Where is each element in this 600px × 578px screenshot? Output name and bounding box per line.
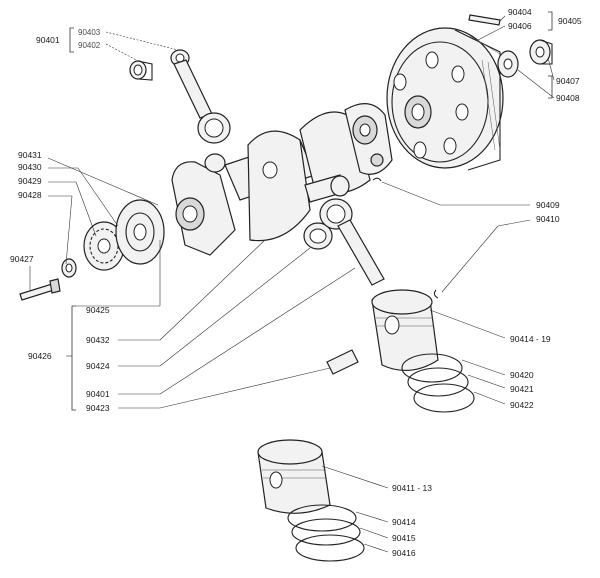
label-90402: 90402 [78,41,101,50]
wrist-pin [326,349,359,375]
alt-piston-ring-2 [291,518,361,546]
label-90408: 90408 [556,93,580,103]
piston-ring-3 [413,383,475,413]
circlip-upper [372,177,382,182]
label-90415: 90415 [392,533,416,543]
label-90425: 90425 [86,305,110,315]
crankshaft [171,103,393,256]
label-90411-13: 90411 - 13 [392,483,432,493]
label-90431: 90431 [18,150,42,160]
label-90410: 90410 [536,214,560,224]
piston-ring-2 [407,367,469,397]
piston-alternate [257,439,331,514]
part-number-labels: 90401 90403 90402 90404 90405 90406 9040… [10,7,582,558]
label-90424: 90424 [86,361,110,371]
seal-disc [115,199,165,265]
label-90416: 90416 [392,548,416,558]
label-90420: 90420 [510,370,534,380]
label-90430: 90430 [18,162,42,172]
piston-main [371,289,439,371]
label-90405: 90405 [558,16,582,26]
piston-ring-1 [401,353,463,383]
circlip-lower [433,289,439,299]
upper-connecting-rod [170,49,231,144]
pin-90404 [468,14,501,26]
leader-lines [29,11,555,553]
gear-washer [61,258,77,278]
label-90403: 90403 [78,28,101,37]
label-90414: 90414 [392,517,416,527]
flywheel [386,27,504,171]
label-90414-19: 90414 - 19 [510,334,551,344]
label-90421: 90421 [510,384,534,394]
gear-bolt [19,278,61,301]
label-90404: 90404 [508,7,532,17]
bushing-90402 [129,60,153,81]
label-90401-bottom: 90401 [86,389,110,399]
label-90407: 90407 [556,76,580,86]
label-90428: 90428 [18,190,42,200]
label-90429: 90429 [18,176,42,186]
label-90427: 90427 [10,254,34,264]
alt-piston-ring-3 [295,534,365,562]
label-90409: 90409 [536,200,560,210]
flywheel-washer [497,50,519,78]
label-90422: 90422 [510,400,534,410]
label-90423: 90423 [86,403,110,413]
label-90401-top: 90401 [36,35,60,45]
label-90406: 90406 [508,21,532,31]
needle-bearing [303,222,333,250]
alt-piston-ring-1 [287,504,357,532]
lower-connecting-rod [319,198,385,286]
flywheel-nut [529,39,553,65]
label-90432: 90432 [86,335,110,345]
label-90426: 90426 [28,351,52,361]
